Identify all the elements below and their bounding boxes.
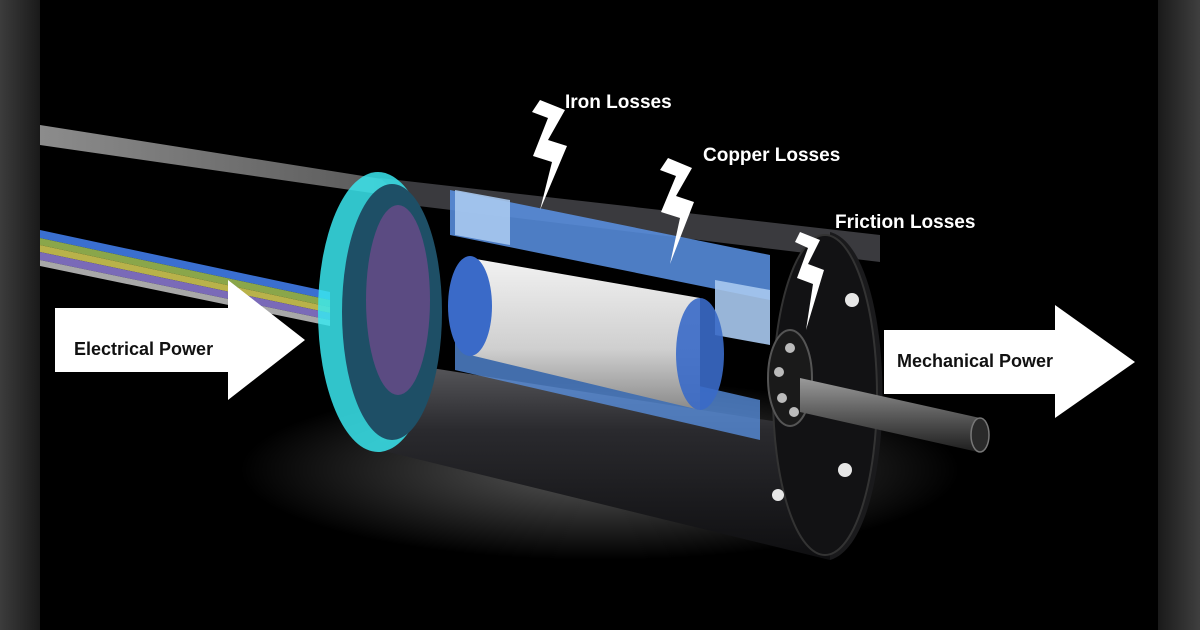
lightning-bolt-icon bbox=[532, 100, 567, 210]
rotor bbox=[448, 256, 724, 410]
mechanical-power-label: Mechanical Power bbox=[897, 351, 1054, 371]
electrical-power-label: Electrical Power bbox=[74, 339, 214, 359]
left-vignette-bar bbox=[0, 0, 40, 630]
friction-losses-label: Friction Losses bbox=[835, 212, 976, 233]
iron-losses-label: Iron Losses bbox=[565, 92, 672, 113]
right-vignette-bar bbox=[1158, 0, 1200, 630]
output-shaft bbox=[800, 378, 990, 453]
lightning-bolt-icon bbox=[795, 232, 824, 330]
arrow-right-icon bbox=[884, 305, 1135, 418]
copper-losses-label: Copper Losses bbox=[703, 145, 841, 166]
lightning-bolt-icon bbox=[660, 158, 694, 264]
arrow-right-icon bbox=[55, 280, 305, 400]
motor-end-cap bbox=[318, 172, 442, 452]
